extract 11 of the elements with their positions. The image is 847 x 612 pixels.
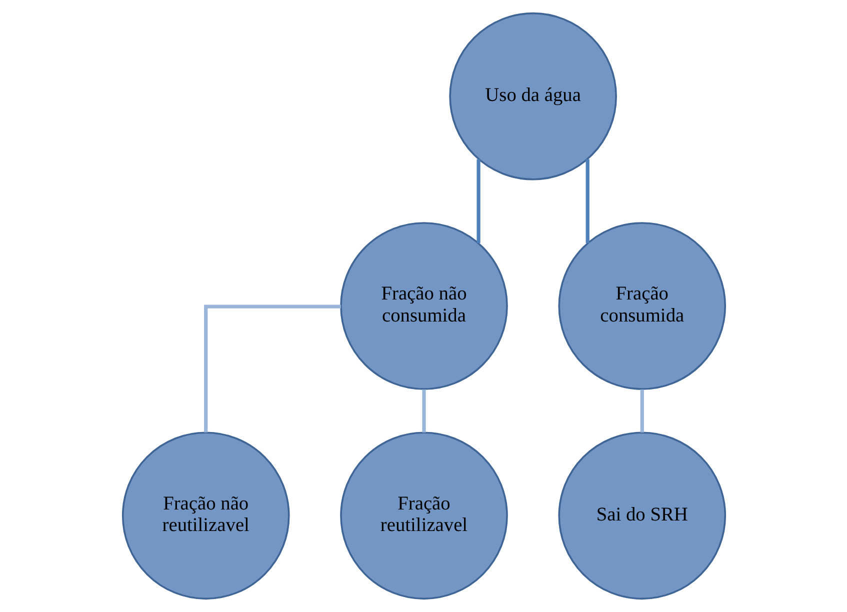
node-circle: Fração consumida [558,222,726,390]
connector [585,159,589,244]
connector [422,389,426,432]
connector [476,159,480,244]
connector [640,389,644,432]
connector [204,304,340,432]
node-circle: Fração não consumida [340,222,508,390]
node-circle: Fração não reutilizavel [121,432,290,600]
node-circle: Uso da água [448,12,616,180]
node-circle: Sai do SRH [558,432,726,600]
node-circle: Fração reutilizavel [340,432,508,600]
